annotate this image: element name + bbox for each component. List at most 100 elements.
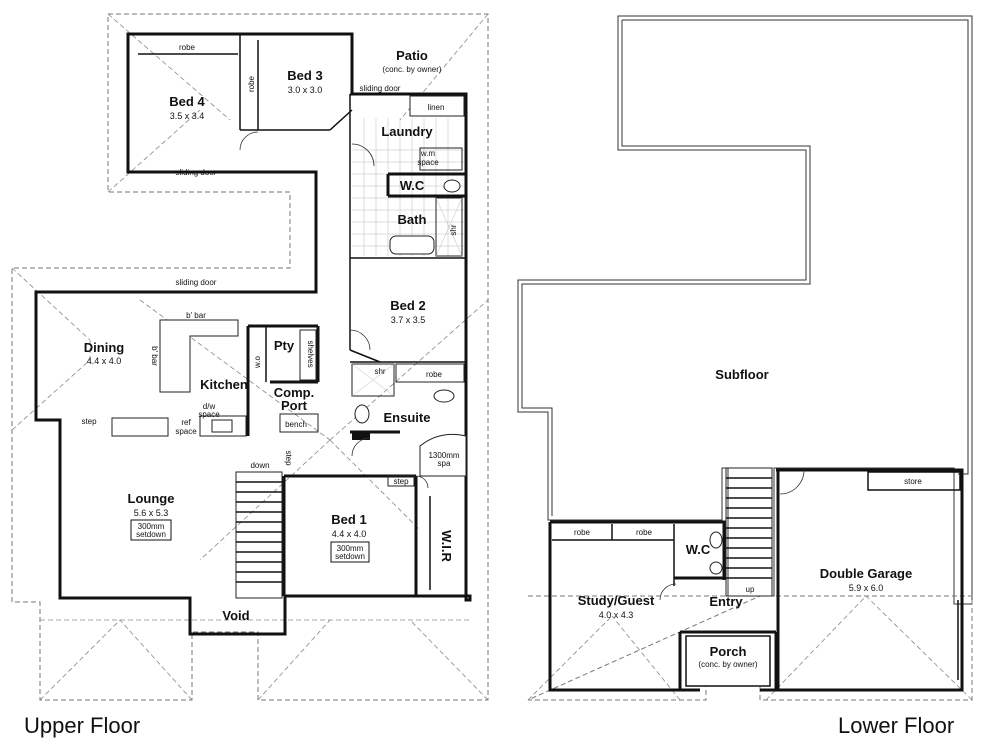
bed2-label: Bed 2 xyxy=(390,298,425,313)
ref-space-label: space xyxy=(175,427,197,436)
lounge-label: Lounge xyxy=(128,491,175,506)
sliding-door-bed4-label: sliding door xyxy=(176,168,217,177)
ensuite-basin xyxy=(433,389,455,403)
dw-label: d/w xyxy=(203,402,216,411)
bed2-size: 3.7 x 3.5 xyxy=(391,315,426,325)
step-bed1-label: step xyxy=(393,477,409,486)
upper-floor-plan: Patio (conc. by owner) Bed 4 3.5 x 3.4 B… xyxy=(11,13,489,701)
subfloor-label: Subfloor xyxy=(715,367,768,382)
lounge-setdown-2: setdown xyxy=(136,530,166,539)
bed1-step-box xyxy=(387,475,415,487)
garage-label: Double Garage xyxy=(820,566,912,581)
wm-label: w.m xyxy=(420,149,436,158)
kitchen-sink xyxy=(211,419,233,433)
ensuite-robe xyxy=(395,363,465,383)
door-swing xyxy=(415,475,429,489)
wo-label: w.o xyxy=(253,355,262,369)
up-label: up xyxy=(746,585,755,594)
porch-note: (conc. by owner) xyxy=(698,660,757,669)
wc-lower-label: W.C xyxy=(686,542,711,557)
bbar-top-label: b' bar xyxy=(186,311,206,320)
wc-lower-basin xyxy=(709,561,723,575)
bbar-side-label: b' bar xyxy=(150,346,159,366)
lower-stairs xyxy=(725,467,773,597)
bed1-size: 4.4 x 4.0 xyxy=(332,529,367,539)
dw-space-label: space xyxy=(198,410,220,419)
bed3-label: Bed 3 xyxy=(287,68,322,83)
subfloor-outline-inner xyxy=(521,19,969,516)
patio-note: (conc. by owner) xyxy=(382,65,441,74)
door-swing xyxy=(351,143,375,167)
robe1-label: robe xyxy=(574,528,591,537)
bed1-setdown-2: setdown xyxy=(335,552,365,561)
bed4-size: 3.5 x 3.4 xyxy=(170,111,205,121)
wall xyxy=(329,109,353,131)
subfloor-outline xyxy=(517,15,973,605)
entry-label: Entry xyxy=(709,594,743,609)
bed1-setdown-box xyxy=(330,541,370,563)
wc-upper-label: W.C xyxy=(400,178,425,193)
robe-bed3-label: robe xyxy=(247,75,256,92)
bed4-label: Bed 4 xyxy=(169,94,205,109)
bed3-size: 3.0 x 3.0 xyxy=(288,85,323,95)
shelves xyxy=(299,329,317,381)
sliding-door-dining-label: sliding door xyxy=(176,278,217,287)
step-hall-label: step xyxy=(284,450,293,466)
study-size: 4.0 x 4.3 xyxy=(599,610,634,620)
wm-space-box xyxy=(419,147,463,171)
kitchen-label: Kitchen xyxy=(200,377,248,392)
store-label: store xyxy=(904,477,922,486)
pantry-label: Pty xyxy=(274,338,295,353)
lounge-setdown: 300mm xyxy=(138,522,165,531)
spa-label: 1300mm xyxy=(428,451,459,460)
bench-label: bench xyxy=(285,420,307,429)
wm-space-label: space xyxy=(417,158,439,167)
door-swing xyxy=(779,469,805,495)
wc-toilet xyxy=(443,179,461,193)
wc-lower-toilet xyxy=(709,531,723,549)
comp-port-label: Comp. xyxy=(274,385,314,400)
porch-walls xyxy=(680,630,778,692)
bath-tub xyxy=(389,235,435,255)
garage-walls xyxy=(776,468,964,692)
shr-bath-label: shr xyxy=(449,224,458,235)
upper-stairs xyxy=(235,471,283,599)
porch-label: Porch xyxy=(710,644,747,659)
comp-port-label-2: Port xyxy=(281,398,308,413)
patio-label: Patio xyxy=(396,48,428,63)
garage-size: 5.9 x 6.0 xyxy=(849,583,884,593)
sliding-door-patio-label: sliding door xyxy=(360,84,401,93)
bed1-label: Bed 1 xyxy=(331,512,366,527)
porch-box xyxy=(685,635,771,687)
kitchen-bar xyxy=(159,319,239,393)
study-walls xyxy=(548,520,726,692)
ensuite-shr-label: shr xyxy=(374,367,385,376)
lower-roof-hip-lines xyxy=(527,595,973,701)
ensuite-shower xyxy=(351,363,395,397)
lounge-setdown-box xyxy=(130,519,172,541)
step-dining-label: step xyxy=(81,417,97,426)
wir-label: W.I.R xyxy=(439,530,454,562)
ensuite-label: Ensuite xyxy=(384,410,431,425)
robe-bed4-label: robe xyxy=(179,43,196,52)
store-box xyxy=(867,471,961,491)
door-swing xyxy=(239,131,259,151)
lounge-size: 5.6 x 5.3 xyxy=(134,508,169,518)
lower-eave-outline xyxy=(527,595,973,701)
ensuite-vanity xyxy=(352,432,370,440)
void-label: Void xyxy=(222,608,249,623)
wall xyxy=(349,349,381,363)
comp-port-bench xyxy=(279,413,319,433)
bath-label: Bath xyxy=(398,212,427,227)
dining-label: Dining xyxy=(84,340,124,355)
lower-floor-title: Lower Floor xyxy=(838,713,954,738)
spa-label-2: spa xyxy=(438,459,451,468)
robe2-label: robe xyxy=(636,528,653,537)
door-swing xyxy=(659,583,677,601)
dining-size: 4.4 x 4.0 xyxy=(87,356,122,366)
bed1-setdown: 300mm xyxy=(337,544,364,553)
bath-shower xyxy=(435,197,463,257)
ref-label: ref xyxy=(181,418,191,427)
laundry-label: Laundry xyxy=(381,124,433,139)
